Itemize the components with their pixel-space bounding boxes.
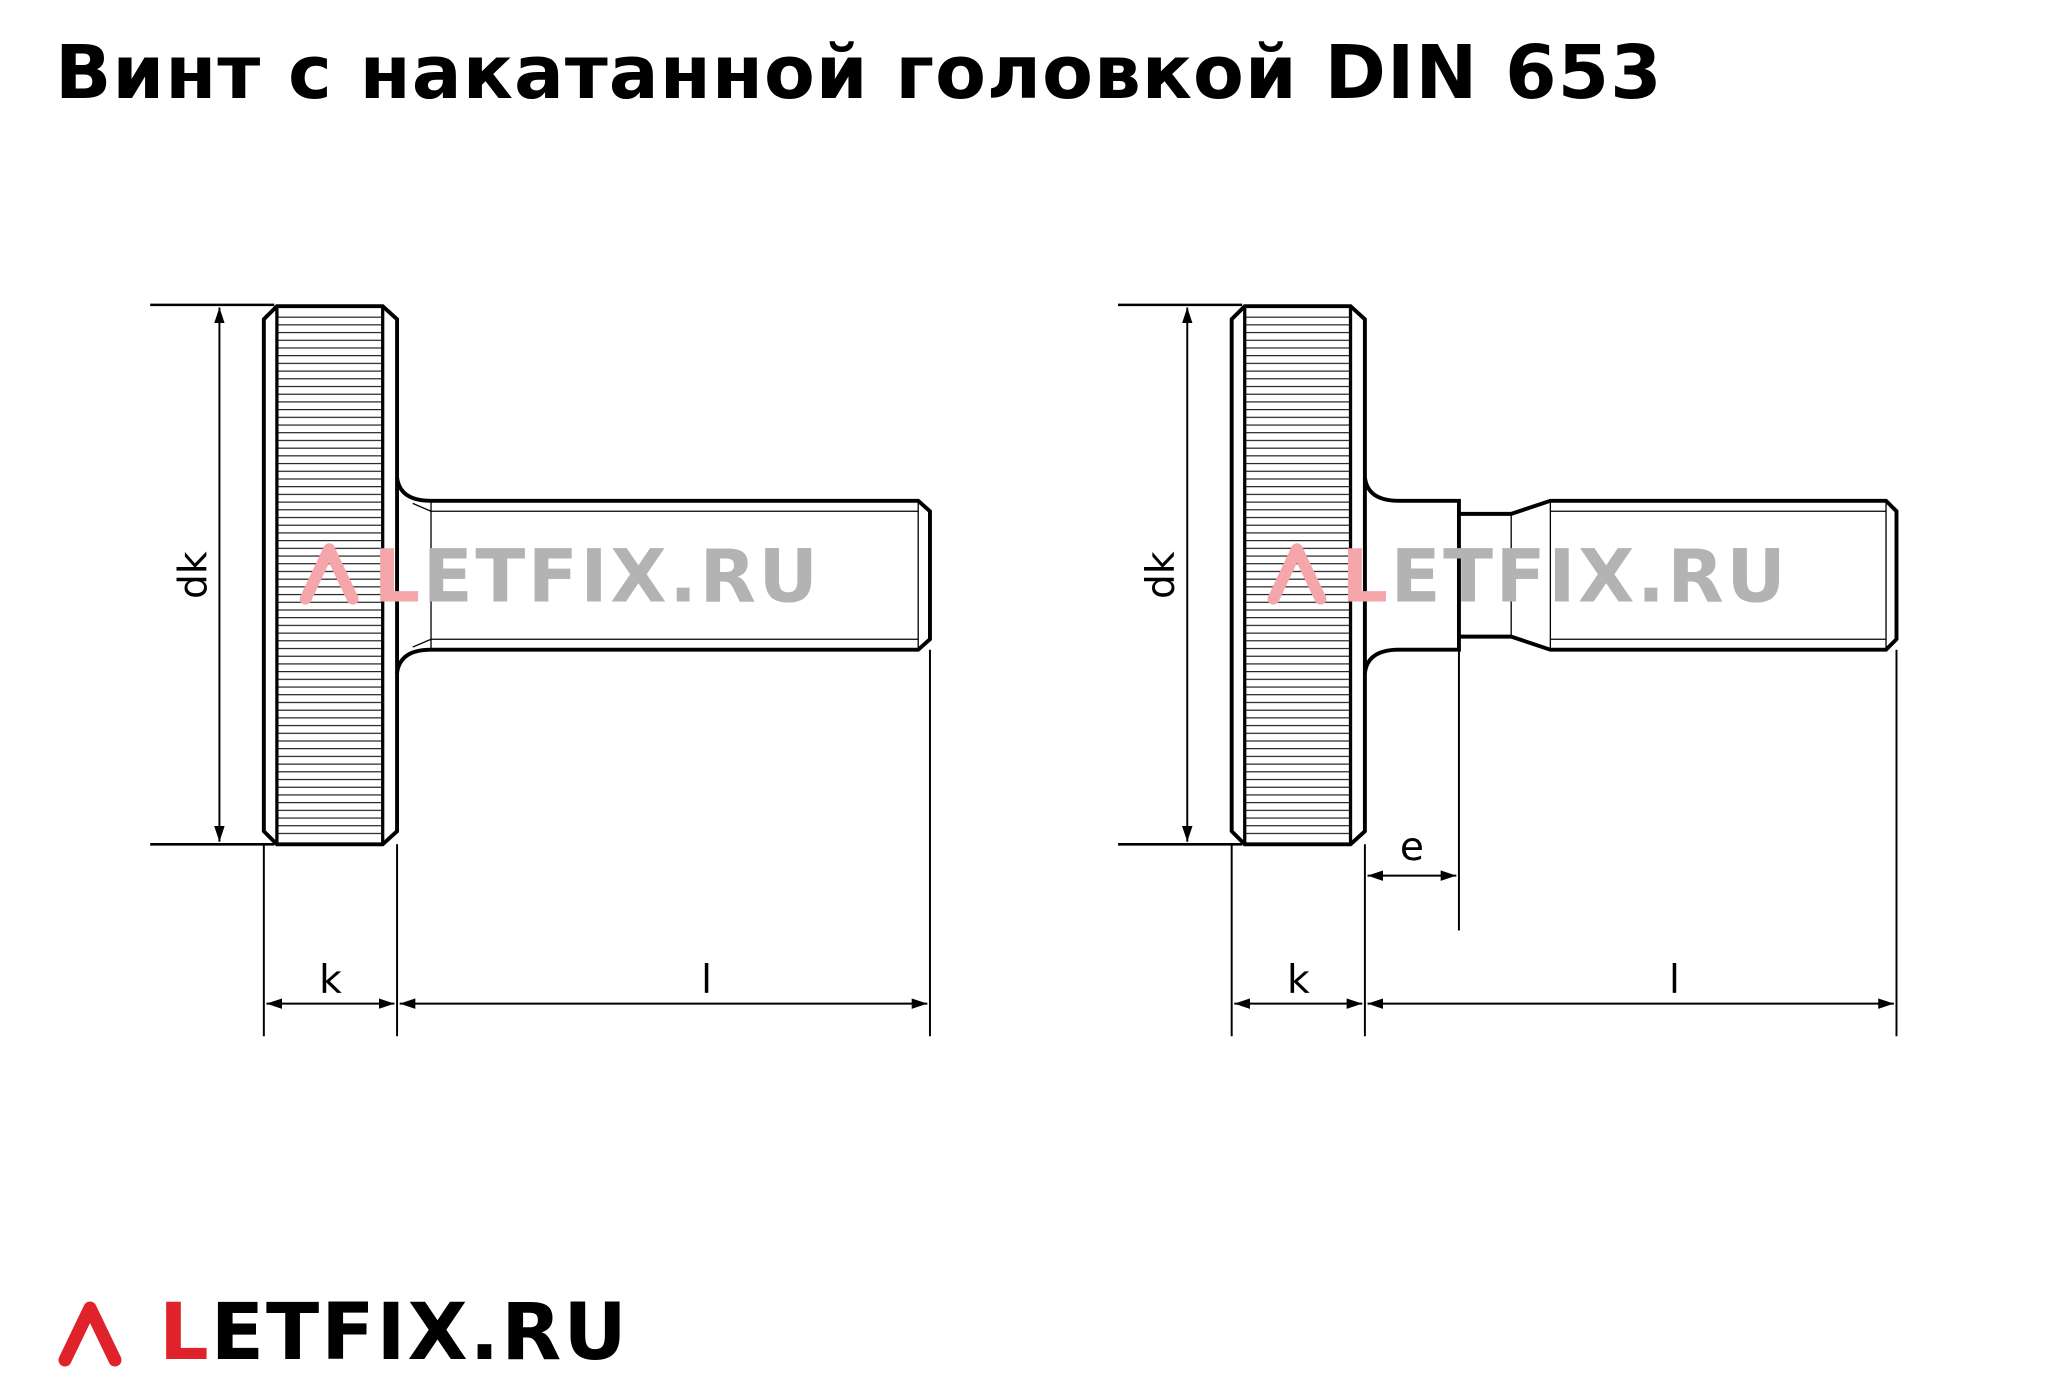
dim-label-k-2: k	[1287, 958, 1310, 1003]
svg-text:LETFIX.RU: LETFIX.RU	[374, 534, 821, 619]
page-title: Винт с накатанной головкой DIN 653	[55, 30, 1663, 116]
screw-with-neck: dk e k l LETFIX.RU	[1118, 303, 1899, 1037]
dim-label-dk: dk	[171, 551, 216, 599]
svg-text:LETFIX.RU: LETFIX.RU	[1341, 534, 1788, 619]
dim-label-k: k	[319, 958, 342, 1003]
screw-standard: dk k l LETFIX.RU	[150, 303, 932, 1037]
dim-label-l: l	[701, 958, 712, 1003]
brand-logo: LETFIX.RU	[55, 1278, 629, 1388]
dim-label-dk-2: dk	[1139, 551, 1184, 599]
logo-mark-icon	[58, 1301, 122, 1367]
logo-text: LETFIX.RU	[159, 1288, 629, 1378]
dim-label-l-2: l	[1669, 958, 1680, 1003]
dim-label-e: e	[1400, 825, 1424, 870]
watermark-right: LETFIX.RU	[1267, 534, 1788, 619]
watermark-left: LETFIX.RU	[299, 534, 821, 619]
